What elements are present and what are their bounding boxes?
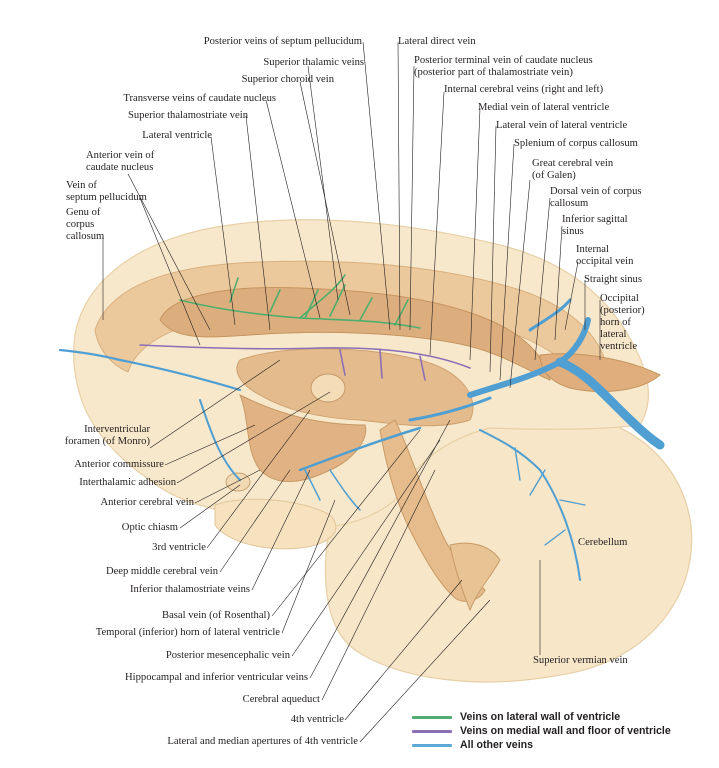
label-cerebellum: Cerebellum xyxy=(578,537,628,548)
blue-veins xyxy=(58,298,665,581)
label-superior-choroid-vein: Superior choroid vein xyxy=(241,74,334,85)
legend-label: Veins on medial wall and floor of ventri… xyxy=(460,725,671,737)
legend-label: Veins on lateral wall of ventricle xyxy=(460,711,621,723)
label-fourth-ventricle: 4th ventricle xyxy=(290,714,344,725)
legend-swatch xyxy=(412,716,452,719)
label-posterior-mesencephalic-vein: Posterior mesencephalic vein xyxy=(165,650,290,661)
label-great-cerebral-vein: Great cerebral vein (of Galen) xyxy=(532,158,614,181)
legend-swatch xyxy=(412,744,452,747)
label-superior-vermian-vein: Superior vermian vein xyxy=(533,655,628,666)
label-straight-sinus: Straight sinus xyxy=(584,274,642,285)
label-genu: Genu of corpus callosum xyxy=(66,207,105,242)
label-anterior-commissure: Anterior commissure xyxy=(74,459,164,470)
label-anterior-caudate-vein: Anterior vein of caudate nucleus xyxy=(86,150,155,173)
label-optic-chiasm: Optic chiasm xyxy=(121,522,178,533)
label-deep-middle-cerebral-vein: Deep middle cerebral vein xyxy=(105,566,218,577)
label-septum-pellucidum-vein: Vein of septum pellucidum xyxy=(66,180,147,203)
label-occipital-horn: Occipital (posterior) horn of lateral ve… xyxy=(600,293,645,352)
thalamus-shape xyxy=(236,348,474,427)
label-temporal-horn: Temporal (inferior) horn of lateral vent… xyxy=(95,627,280,638)
optic-chiasm-shape xyxy=(225,472,251,492)
legend-label: All other veins xyxy=(460,739,533,751)
legend-swatch xyxy=(412,730,452,733)
label-lateral-ventricle: Lateral ventricle xyxy=(142,130,212,141)
interthalamic-adhesion-shape xyxy=(310,373,346,403)
label-basal-vein: Basal vein (of Rosenthal) xyxy=(162,610,270,621)
label-transverse-caudate-veins: Transverse veins of caudate nucleus xyxy=(123,93,276,104)
label-hippocampal-veins: Hippocampal and inferior ventricular vei… xyxy=(125,672,308,683)
label-splenium: Splenium of corpus callosum xyxy=(514,138,638,149)
label-superior-thalamic-veins: Superior thalamic veins xyxy=(263,57,364,68)
label-third-ventricle: 3rd ventricle xyxy=(152,542,206,553)
label-anterior-cerebral-vein: Anterior cerebral vein xyxy=(100,497,194,508)
label-cerebral-aqueduct: Cerebral aqueduct xyxy=(242,694,320,705)
label-interthalamic-adhesion: Interthalamic adhesion xyxy=(79,477,176,488)
label-apertures-fourth-ventricle: Lateral and median apertures of 4th vent… xyxy=(167,736,358,747)
fourth-ventricle-shape xyxy=(449,542,501,612)
label-internal-cerebral-veins: Internal cerebral veins (right and left) xyxy=(444,84,604,95)
label-superior-thalamostriate-vein: Superior thalamostriate vein xyxy=(127,110,248,121)
label-interventricular-foramen: Interventricular foramen (of Monro) xyxy=(64,424,150,447)
label-medial-vein-lateral-ventricle: Medial vein of lateral ventricle xyxy=(478,102,610,113)
leader-lines xyxy=(102,41,601,743)
lateral-ventricle-shape xyxy=(159,287,551,381)
label-lateral-vein-lateral-ventricle: Lateral vein of lateral ventricle xyxy=(496,120,628,131)
label-posterior-septum-veins: Posterior veins of septum pellucidum xyxy=(203,36,362,47)
label-dorsal-callosal-vein: Dorsal vein of corpus callosum xyxy=(550,186,642,209)
label-inferior-sagittal-sinus: Inferior sagittal sinus xyxy=(562,214,628,237)
label-internal-occipital-vein: Internal occipital vein xyxy=(576,244,634,267)
label-lateral-direct-vein: Lateral direct vein xyxy=(398,36,476,47)
label-inferior-thalamostriate-veins: Inferior thalamostriate veins xyxy=(129,584,250,595)
purple-veins xyxy=(139,344,471,381)
label-posterior-terminal-vein: Posterior terminal vein of caudate nucle… xyxy=(414,55,593,78)
